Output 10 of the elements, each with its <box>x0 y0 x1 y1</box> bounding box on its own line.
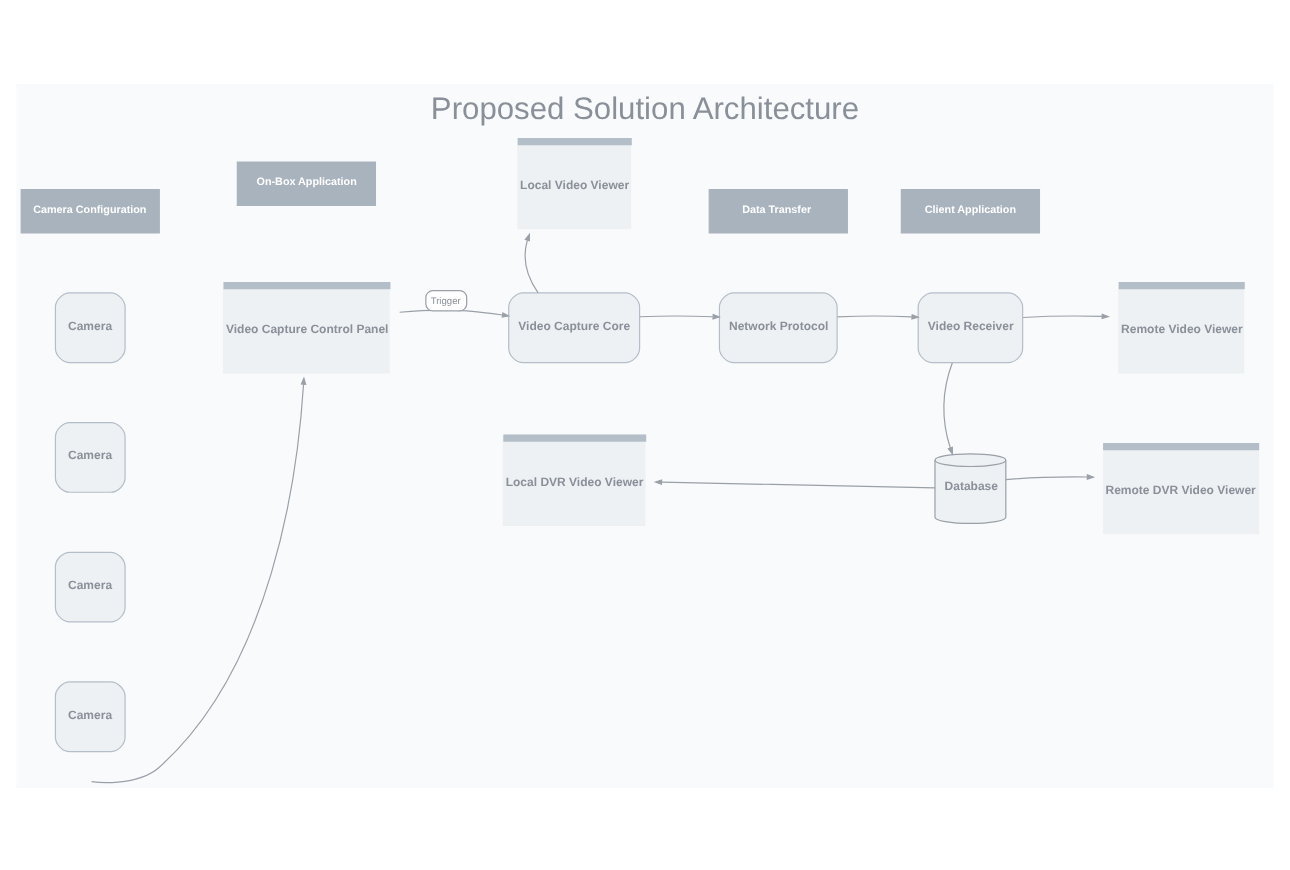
arrow <box>943 361 953 455</box>
diagram-title: Proposed Solution Architecture <box>430 91 860 126</box>
arrow <box>653 478 936 488</box>
arrow <box>524 231 539 293</box>
arrow <box>836 312 920 319</box>
arrow <box>399 308 511 317</box>
arrow <box>91 375 307 783</box>
arrow <box>1022 312 1110 319</box>
arrow <box>1005 473 1096 480</box>
arrow <box>639 312 721 319</box>
